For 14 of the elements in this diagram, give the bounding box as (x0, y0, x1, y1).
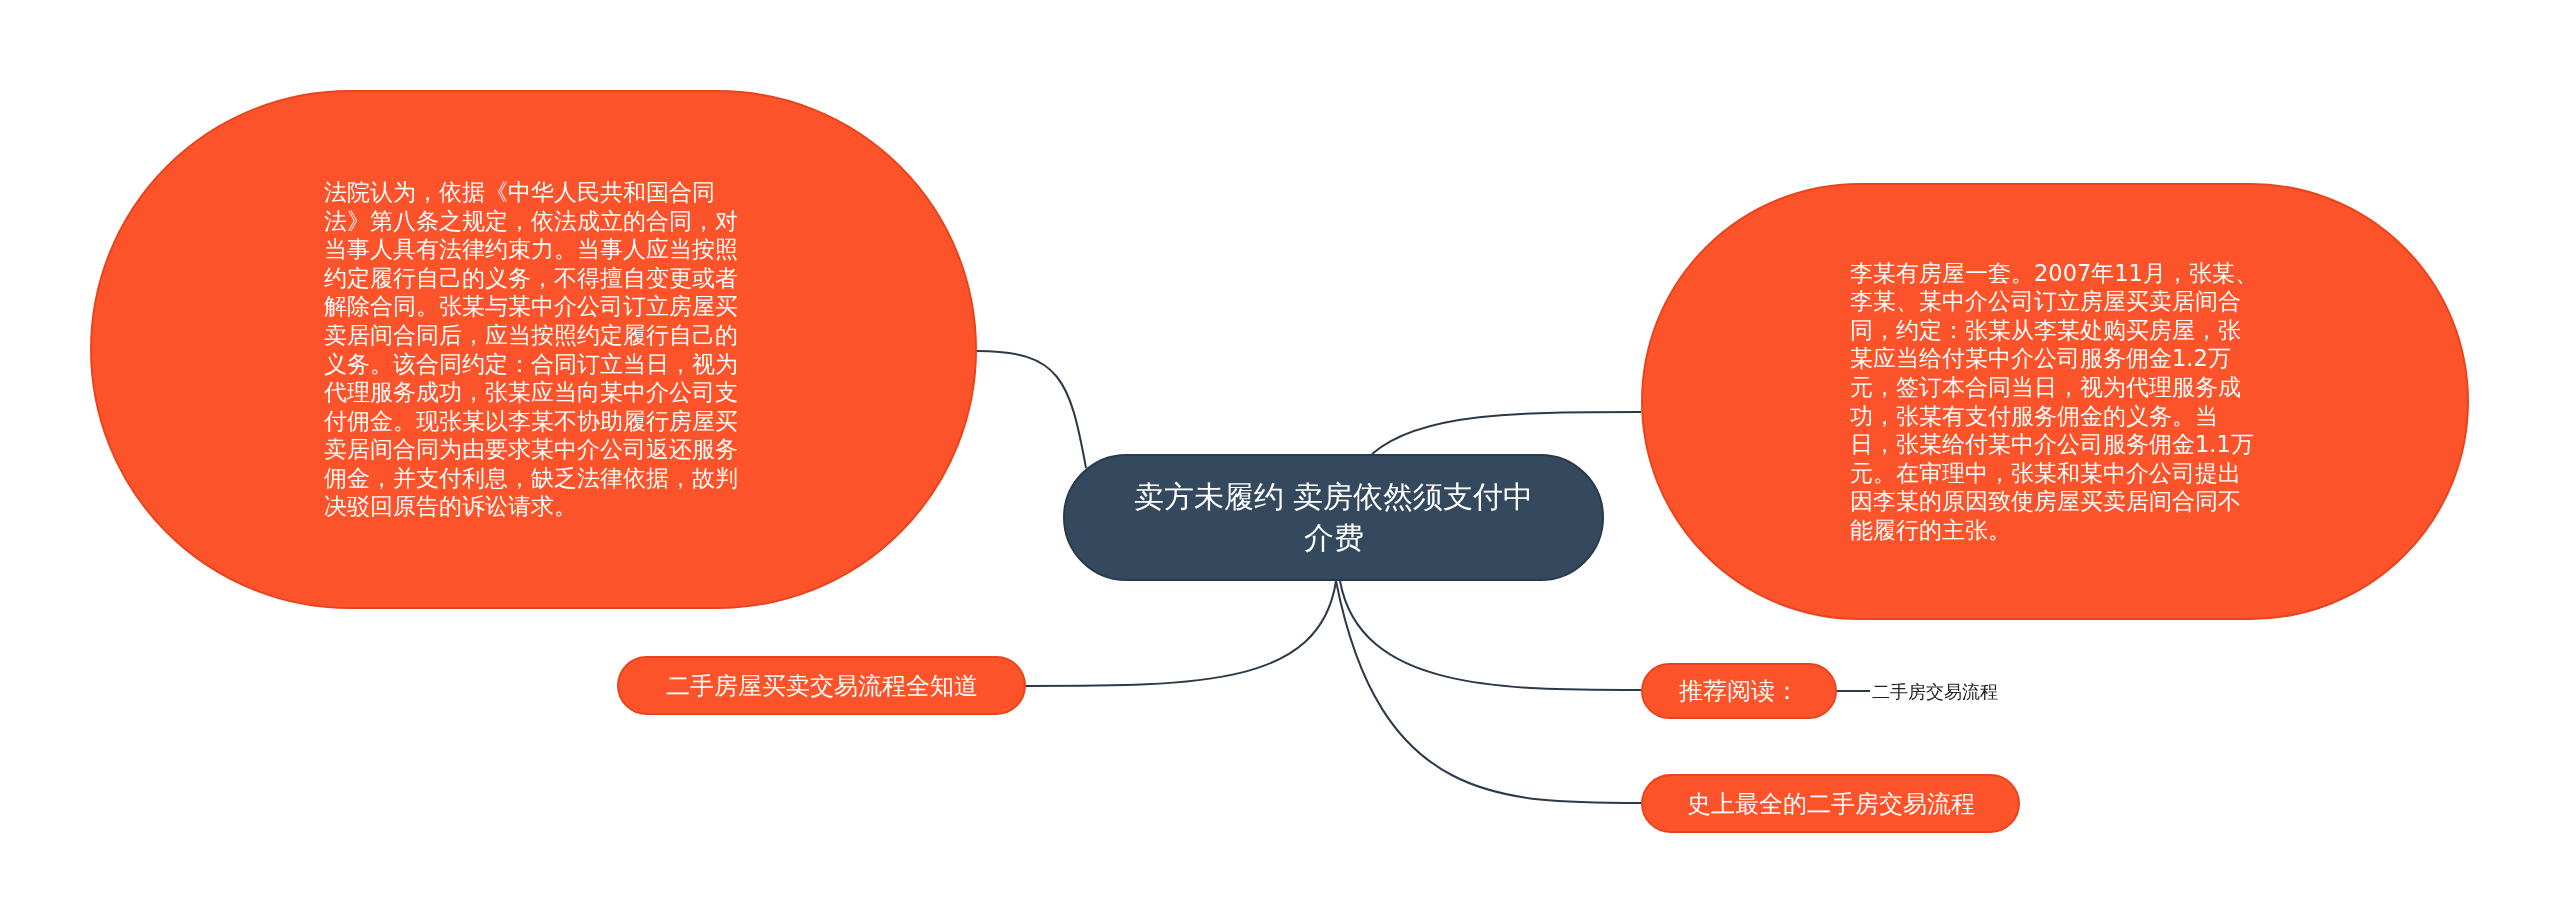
connector-line (1339, 580, 1642, 691)
node-text: 二手房屋买卖交易流程全知道 (665, 670, 978, 701)
topic-title: 卖方未履约 卖房依然须支付中介费 (1133, 478, 1534, 557)
connector-line (1335, 580, 1642, 804)
node-text: 史上最全的二手房交易流程 (1686, 788, 1975, 819)
node-text: 李某有房屋一套。2007年11月，张某、李某、某中介公司订立房屋买卖居间合同，约定：张某从李某处购买房屋，张某应当给付某中介公司服务佣金1.2万元，签订本合同当日，视为代理服务成功，张某有支付服务佣金的义务。当日，张某给付某中介公司服务佣金1.1万元。在审理中，张某和某中介公司提出因李某的原因致使房屋买卖居间合同不能履行的主张。 (1850, 258, 2259, 545)
connector-line (1836, 690, 1871, 692)
node-text: 二手房交易流程 (1872, 680, 1998, 704)
connector-line (1371, 411, 1642, 455)
node-text: 法院认为，依据《中华人民共和国合同法》第八条之规定，依法成立的合同，对当事人具有法律约束力。当事人应当按照约定履行自己的义务，不得擅自变更或者解除合同。张某与某中介公司订立房屋买卖居间合同后，应当按照约定履行自己的义务。该合同约定：合同订立当日，视为代理服务成功，张某应当向某中介公司支付佣金。现张某以李某不协助履行房屋买卖居间合同为由要求某中介公司返还服务佣金，并支付利息，缺乏法律依据，故判决驳回原告的诉讼请求。 (323, 178, 739, 521)
connector-line (976, 350, 1087, 469)
connector-line (1025, 580, 1337, 687)
node-text: 推荐阅读： (1679, 676, 1799, 706)
topic-pill (1641, 663, 1837, 719)
